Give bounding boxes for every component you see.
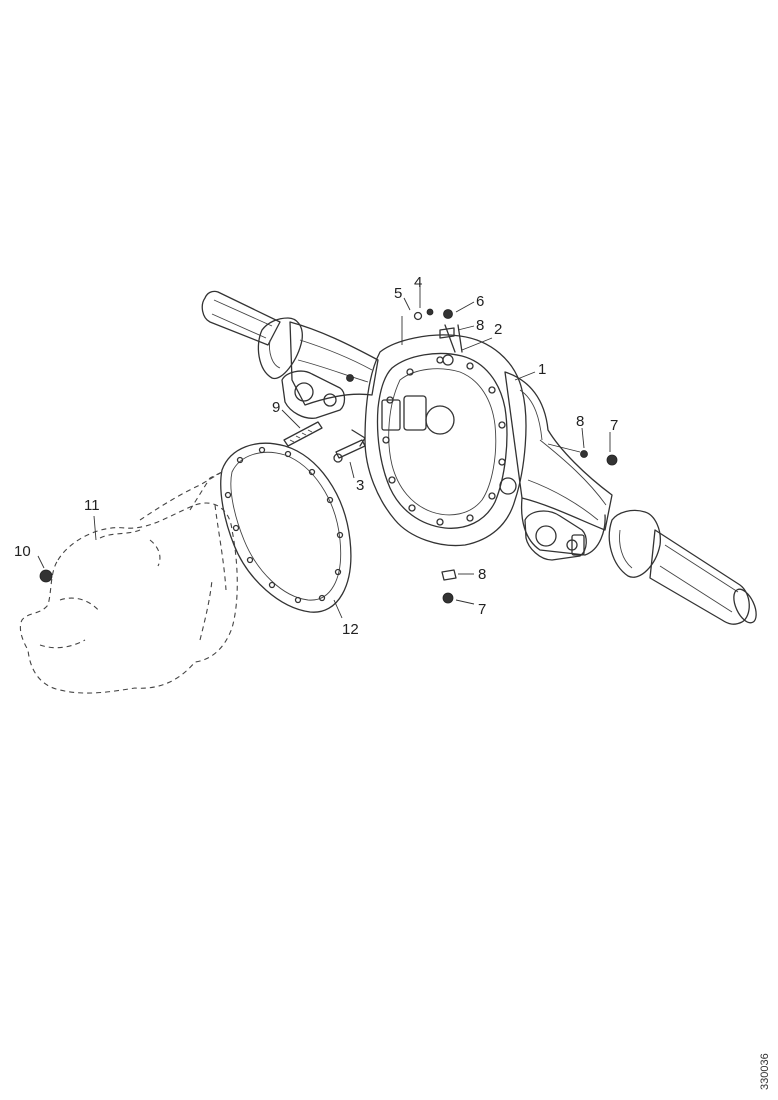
callout-6: 6 [476, 293, 484, 310]
nut-10 [39, 569, 53, 583]
callout-12: 12 [342, 621, 359, 638]
nut-washer-lower [441, 569, 457, 604]
callout-8-top: 8 [476, 317, 484, 334]
gasket-12 [220, 442, 352, 613]
nut-washer-right [547, 443, 618, 466]
breather-assembly [401, 308, 455, 345]
axle-housing [201, 290, 757, 625]
callouts: 1 2 3 4 5 6 8 9 8 7 8 7 10 11 12 [14, 274, 618, 638]
callout-8-right: 8 [576, 413, 584, 430]
callout-1: 1 [538, 361, 546, 378]
callout-2: 2 [494, 321, 502, 338]
callout-8-lower: 8 [478, 566, 486, 583]
callout-3: 3 [356, 477, 364, 494]
callout-4: 4 [414, 274, 422, 291]
callout-5: 5 [394, 285, 402, 302]
differential-carrier-11 [19, 471, 238, 694]
bolt-3 [333, 429, 366, 463]
stud-9 [283, 421, 323, 447]
gasket-bolt-holes [224, 446, 344, 604]
leader-lines [37, 286, 611, 619]
callout-11: 11 [84, 497, 100, 514]
callout-9: 9 [272, 399, 280, 416]
callout-7-lower: 7 [478, 601, 486, 618]
callout-10: 10 [14, 543, 31, 560]
reference-number: 330036 [759, 1053, 771, 1090]
callout-7-right: 7 [610, 417, 618, 434]
housing-bolt-holes [382, 356, 506, 526]
